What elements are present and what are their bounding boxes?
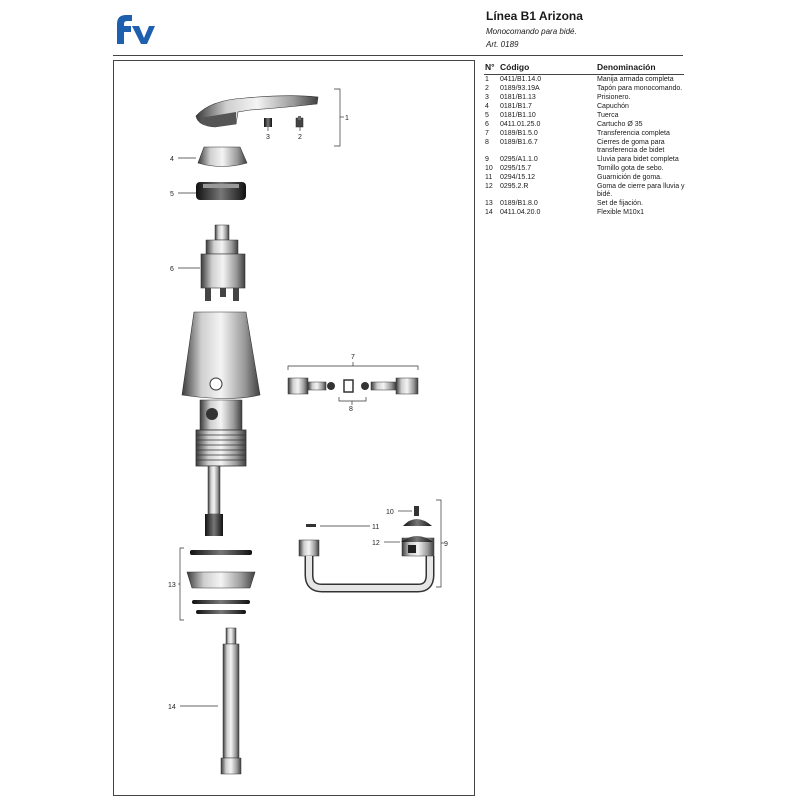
parts-table-body: 1 0411/B1.14.0 Manija armada completa 2 0189… — [484, 76, 685, 217]
row-code: 0181/B1.13 — [500, 94, 536, 101]
diagram-frame — [113, 60, 475, 796]
spray-cap-part — [401, 519, 433, 542]
flexible-hose-part — [220, 627, 242, 775]
callout-10: 10 — [386, 509, 394, 516]
table-row: 12 0295.2.R Goma de cierre para lluvia y b… — [484, 183, 685, 199]
cap-plug-part — [295, 116, 304, 128]
row-number: 14 — [485, 209, 493, 216]
row-number: 3 — [485, 94, 489, 101]
table-row: 9 0295/A1.1.0 Lluvia para bidet completa — [484, 156, 684, 164]
bidet-spray-part — [298, 537, 435, 593]
row-number: 2 — [485, 85, 489, 92]
row-description: Tapón para monocomando. — [597, 85, 683, 92]
document-subtitle: Monocomando para bidé. — [486, 27, 577, 36]
row-number: 9 — [485, 156, 489, 163]
row-code: 0295/A1.1.0 — [500, 156, 538, 163]
row-number: 8 — [485, 139, 489, 146]
table-row: 10 0295/15.7 Tornillo gota de sebo. — [484, 165, 684, 173]
callout-5: 5 — [170, 191, 174, 198]
callout-13: 13 — [168, 582, 176, 589]
row-number: 13 — [485, 200, 493, 207]
row-code: 0411.04.20.0 — [500, 209, 541, 216]
row-code: 0294/15.12 — [500, 174, 536, 181]
row-number: 4 — [485, 103, 489, 110]
callout-2: 2 — [298, 134, 302, 141]
table-row: 6 0411.01.25.0 Cartucho Ø 35 — [484, 121, 684, 129]
row-code: 0411/B1.14.0 — [500, 76, 542, 83]
article-number: Art. 0189 — [486, 40, 519, 49]
row-number: 5 — [485, 112, 489, 119]
row-code: 0189/B1.5.0 — [500, 130, 538, 137]
callout-1: 1 — [345, 115, 349, 122]
row-number: 11 — [485, 174, 493, 181]
row-code: 0295/15.7 — [500, 165, 532, 172]
col-code-header: Código — [500, 62, 530, 72]
transfer-part — [287, 377, 419, 395]
row-description: Cartucho Ø 35 — [597, 121, 643, 128]
col-number-header: N° — [485, 62, 495, 72]
table-row: 1 0411/B1.14.0 Manija armada completa — [484, 76, 684, 84]
table-row: 11 0294/15.12 Guarnición de goma. — [484, 174, 684, 182]
table-row: 5 0181/B1.10 Tuerca — [484, 112, 684, 120]
row-description: Guarnición de goma. — [597, 174, 662, 181]
table-row: 3 0181/B1.13 Prisionero. — [484, 94, 684, 102]
row-description: Tornillo gota de sebo. — [597, 165, 664, 172]
table-row: 4 0181/B1.7 Capuchón — [484, 103, 684, 111]
row-description: Cierres de goma para transferencia de bi… — [597, 139, 665, 154]
header-rule — [113, 55, 683, 56]
row-code: 0181/B1.10 — [500, 112, 536, 119]
row-description: Goma de cierre para lluvia y bidé. — [597, 183, 685, 198]
row-description: Set de fijación. — [597, 200, 643, 207]
callout-12: 12 — [372, 540, 380, 547]
row-description: Transferencia completa — [597, 130, 670, 137]
bonnet-cap-part — [197, 146, 248, 167]
fixing-set-part — [186, 550, 256, 614]
row-number: 12 — [485, 183, 493, 190]
row-code: 0411.01.25.0 — [500, 121, 541, 128]
parts-table-header: N° Código Denominación — [484, 62, 684, 75]
row-code: 0189/B1.8.0 — [500, 200, 538, 207]
table-row: 13 0189/B1.8.0 Set de fijación. — [484, 200, 684, 208]
spray-gasket-part — [306, 524, 316, 527]
row-number: 6 — [485, 121, 489, 128]
callout-14: 14 — [168, 704, 176, 711]
leader-lines — [178, 88, 444, 707]
table-row: 2 0189/93.19A Tapón para monocomando. — [484, 85, 684, 93]
row-description: Flexible M10x1 — [597, 209, 645, 216]
callout-11: 11 — [372, 524, 379, 531]
callout-4: 4 — [170, 156, 174, 163]
row-description: Manija armada completa — [597, 76, 674, 83]
handle-part — [195, 95, 319, 128]
row-code: 0181/B1.7 — [500, 103, 532, 110]
fv-logo: fv — [117, 15, 155, 44]
row-number: 10 — [485, 165, 493, 172]
callout-6: 6 — [170, 266, 174, 273]
row-code: 0189/B1.6.7 — [500, 139, 538, 146]
row-code: 0189/93.19A — [500, 85, 540, 92]
table-row: 14 0411.04.20.0 Flexible M10x1 — [484, 209, 684, 217]
row-code: 0295.2.R — [500, 183, 529, 190]
table-row: 7 0189/B1.5.0 Transferencia completa — [484, 130, 684, 138]
callout-3: 3 — [266, 134, 270, 141]
row-number: 7 — [485, 130, 489, 137]
nut-part — [196, 182, 246, 200]
col-description-header: Denominación — [597, 62, 656, 72]
grub-screw-part — [264, 118, 272, 127]
faucet-body-part — [181, 311, 261, 536]
callout-9: 9 — [444, 541, 448, 548]
spray-screw-part — [414, 506, 419, 516]
callout-8: 8 — [349, 406, 353, 413]
row-description: Prisionero. — [597, 94, 631, 101]
row-number: 1 — [485, 76, 489, 83]
row-description: Lluvia para bidet completa — [597, 156, 679, 163]
callout-7: 7 — [351, 354, 355, 361]
row-description: Tuerca — [597, 112, 619, 119]
parts-table: N° Código Denominación 1 0411/B1.14.0 Mani… — [484, 62, 685, 217]
cartridge-part — [200, 224, 246, 301]
document-title: Línea B1 Arizona — [486, 9, 583, 23]
table-row: 8 0189/B1.6.7 Cierres de goma para transfe… — [484, 139, 684, 155]
row-description: Capuchón — [597, 103, 629, 110]
